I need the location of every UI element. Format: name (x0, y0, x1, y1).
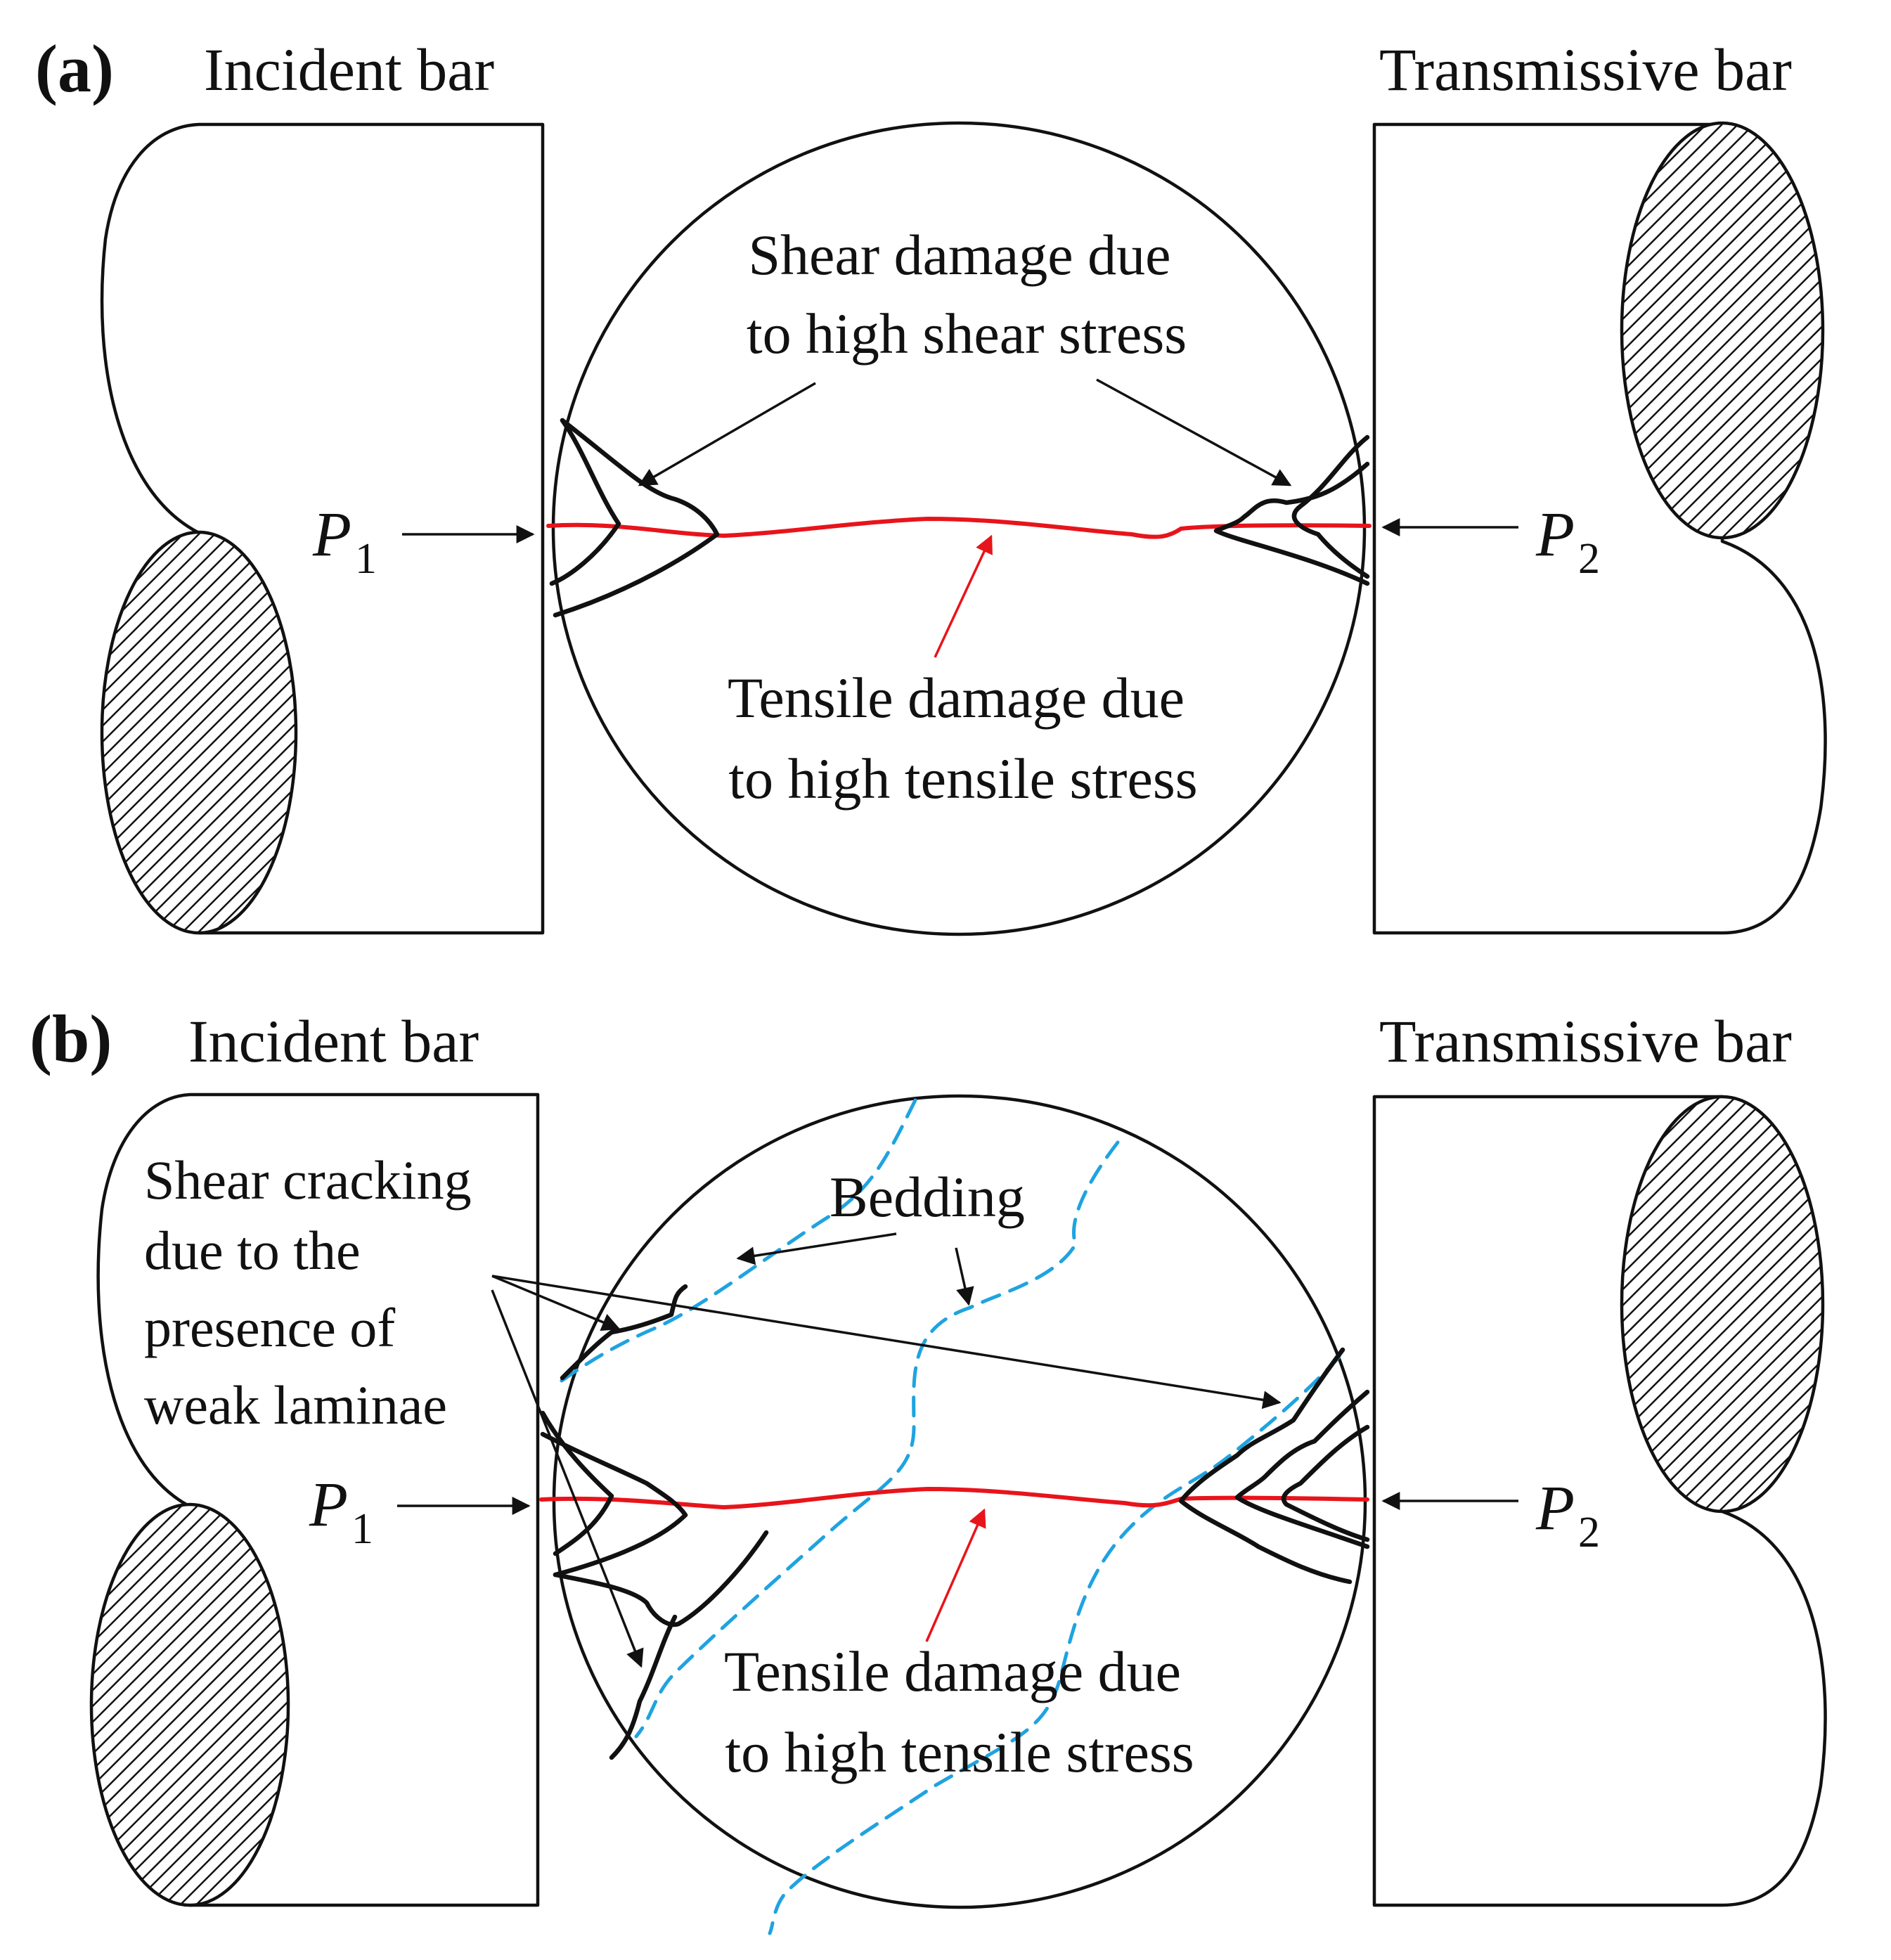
transmissive-bar-end-face-b (1620, 1095, 1825, 1514)
transmissive-bar-label-b: Transmissive bar (1379, 1007, 1792, 1075)
shear-cracking-label-line4-b: weak laminae (144, 1374, 447, 1436)
incident-bar-end-face-a (100, 530, 298, 935)
load-p1-a: P 1 (312, 500, 535, 583)
svg-text:1: 1 (355, 535, 377, 583)
bedding-label-b: Bedding (830, 1165, 1025, 1229)
shear-damage-label-line2-a: to high shear stress (747, 302, 1187, 366)
shear-arrow-right-a (1096, 378, 1292, 486)
panel-label-b: (b) (30, 1001, 112, 1076)
panel-b: (b) Incident bar Transmissive bar Beddin… (30, 1001, 1827, 1935)
specimen-disc-a (551, 121, 1367, 936)
svg-text:P: P (1535, 500, 1575, 569)
incident-bar-label-a: Incident bar (204, 36, 494, 103)
bedding-arrow-1-b (736, 1232, 897, 1265)
incident-bar-a (100, 122, 545, 935)
load-p1-b: P 1 (309, 1470, 531, 1553)
transmissive-bar-end-face-a (1620, 121, 1825, 540)
bedding-plane-3 (768, 1355, 1341, 1935)
tensile-damage-label-line1-a: Tensile damage due (728, 666, 1185, 730)
incident-bar-label-b: Incident bar (188, 1007, 479, 1075)
transmissive-bar-a (1372, 121, 1827, 935)
panel-a: (a) Incident bar Transmissive bar Shear … (35, 31, 1827, 936)
bedding-arrow-2-b (955, 1247, 974, 1306)
transmissive-bar-label-a: Transmissive bar (1379, 36, 1792, 103)
bedding-plane-2 (634, 1140, 1120, 1739)
bedding-plane-1 (553, 1098, 917, 1387)
load-p2-a: P 2 (1381, 500, 1600, 583)
svg-text:2: 2 (1578, 535, 1600, 583)
shear-cracking-label-line3-b: presence of (144, 1297, 395, 1358)
load-p2-b: P 2 (1381, 1474, 1600, 1556)
shear-arrow-left-a (638, 382, 816, 486)
tensile-crack-b (539, 1487, 1369, 1509)
transmissive-bar-b (1372, 1095, 1827, 1907)
tensile-arrow-b (925, 1508, 986, 1642)
incident-bar-b (89, 1092, 540, 1907)
incident-bar-end-face-b (89, 1502, 290, 1907)
shear-cracks-a (549, 418, 1370, 618)
shear-cracking-label-line1-b: Shear cracking (144, 1149, 472, 1211)
tensile-crack-a (546, 517, 1372, 539)
panel-label-a: (a) (35, 31, 114, 106)
bedding-planes-b (553, 1098, 1341, 1935)
shear-cracking-arrow-1-b (491, 1275, 621, 1331)
tensile-damage-label-line2-a: to high tensile stress (728, 747, 1197, 811)
svg-text:2: 2 (1578, 1509, 1600, 1556)
svg-text:P: P (309, 1470, 348, 1540)
shear-cracking-arrow-3-b (491, 1289, 644, 1668)
svg-text:1: 1 (351, 1505, 373, 1553)
shear-cracks-b (540, 1284, 1370, 1760)
shear-cracking-label-line2-b: due to the (144, 1220, 361, 1281)
svg-text:P: P (1535, 1474, 1575, 1543)
tensile-arrow-a (934, 534, 993, 658)
tensile-damage-label-line1-b: Tensile damage due (724, 1639, 1181, 1703)
shear-damage-label-line1-a: Shear damage due (748, 223, 1170, 287)
specimen-disc-b (552, 1094, 1367, 1909)
svg-text:P: P (312, 500, 351, 569)
tensile-damage-label-line2-b: to high tensile stress (725, 1720, 1194, 1784)
shear-cracking-arrow-2-b (491, 1275, 1282, 1410)
